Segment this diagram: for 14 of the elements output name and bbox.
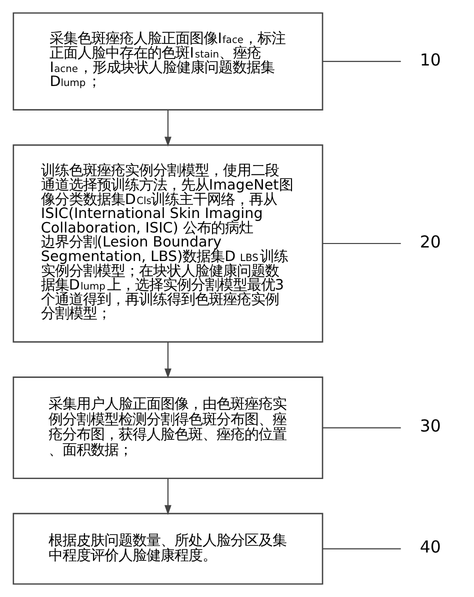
node-text: 30 — [420, 416, 441, 436]
connector — [322, 427, 401, 428]
node-text: 20 — [420, 232, 441, 252]
node-text: 10 — [420, 50, 441, 70]
node-box: 采集用户人脸正面图像，由色斑痤疮实例分割模型检测分割得色斑分布图、痤疮分布图，获得人脸色斑、痤疮的位置、面积数据； — [12, 376, 324, 480]
arrow — [164, 110, 172, 147]
connector — [322, 548, 401, 550]
node-text: 40 — [420, 538, 441, 557]
arrow — [164, 342, 172, 378]
connector — [322, 242, 401, 244]
node-box: 根据皮肤问题数量、所处人脸分区及集中程度评价人脸健康程度。 — [12, 512, 324, 585]
node-box: 采集色斑痤疮人脸正面图像Iface，标注正面人脸中存在的色斑Istain、痤疮Iacne，形成块状人脸健康问题数据集Dlump； — [12, 12, 324, 110]
arrow — [164, 478, 172, 515]
connector — [322, 60, 401, 62]
